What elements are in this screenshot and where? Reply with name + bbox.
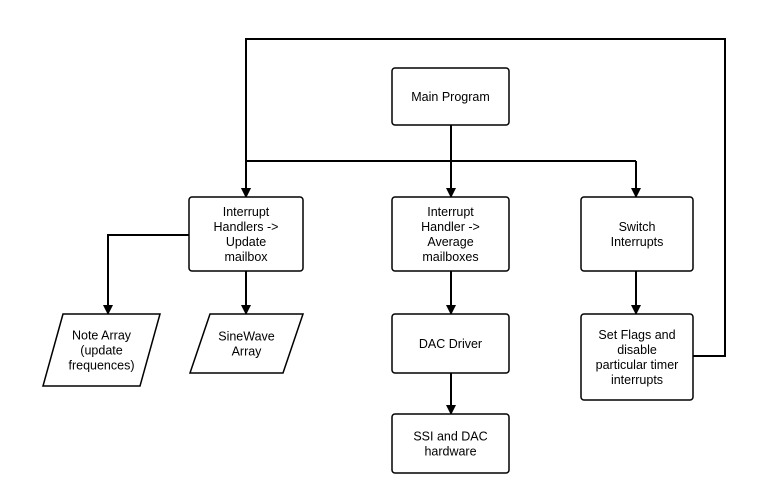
label-line: mailboxes bbox=[422, 250, 478, 264]
label-line: (update bbox=[80, 344, 122, 358]
node-main-program: Main Program bbox=[391, 67, 510, 126]
node-main-program-label: Main Program bbox=[411, 90, 490, 104]
label-line: Interrupt bbox=[223, 205, 270, 219]
label-line: mailbox bbox=[224, 250, 268, 264]
label-line: disable bbox=[617, 343, 657, 357]
label-line: interrupts bbox=[611, 373, 663, 387]
label-line: particular timer bbox=[596, 358, 679, 372]
label-line: Set Flags and bbox=[598, 328, 675, 342]
label-line: hardware bbox=[424, 445, 476, 459]
label-line: Average bbox=[427, 235, 473, 249]
node-dac-driver-label: DAC Driver bbox=[419, 337, 482, 351]
label-line: Handler -> bbox=[421, 220, 480, 234]
label-line: Interrupt bbox=[427, 205, 474, 219]
edge-handler-to-note-array bbox=[103, 234, 189, 315]
label-line: frequences) bbox=[68, 359, 134, 373]
label-line: Handlers -> bbox=[214, 220, 279, 234]
edge-set-flags-loop-to-interrupt-handlers bbox=[241, 38, 726, 357]
label-line: Array bbox=[232, 345, 263, 359]
label-line: SSI and DAC bbox=[413, 430, 487, 444]
label-line: Main Program bbox=[411, 90, 490, 104]
label-line: SineWave bbox=[218, 330, 275, 344]
label-line: Interrupts bbox=[611, 235, 664, 249]
label-line: Update bbox=[226, 235, 266, 249]
label-line: Switch bbox=[619, 220, 656, 234]
label-line: Note Array bbox=[72, 329, 132, 343]
label-line: DAC Driver bbox=[419, 337, 482, 351]
node-dac-driver: DAC Driver bbox=[391, 313, 510, 374]
edges bbox=[103, 38, 726, 415]
